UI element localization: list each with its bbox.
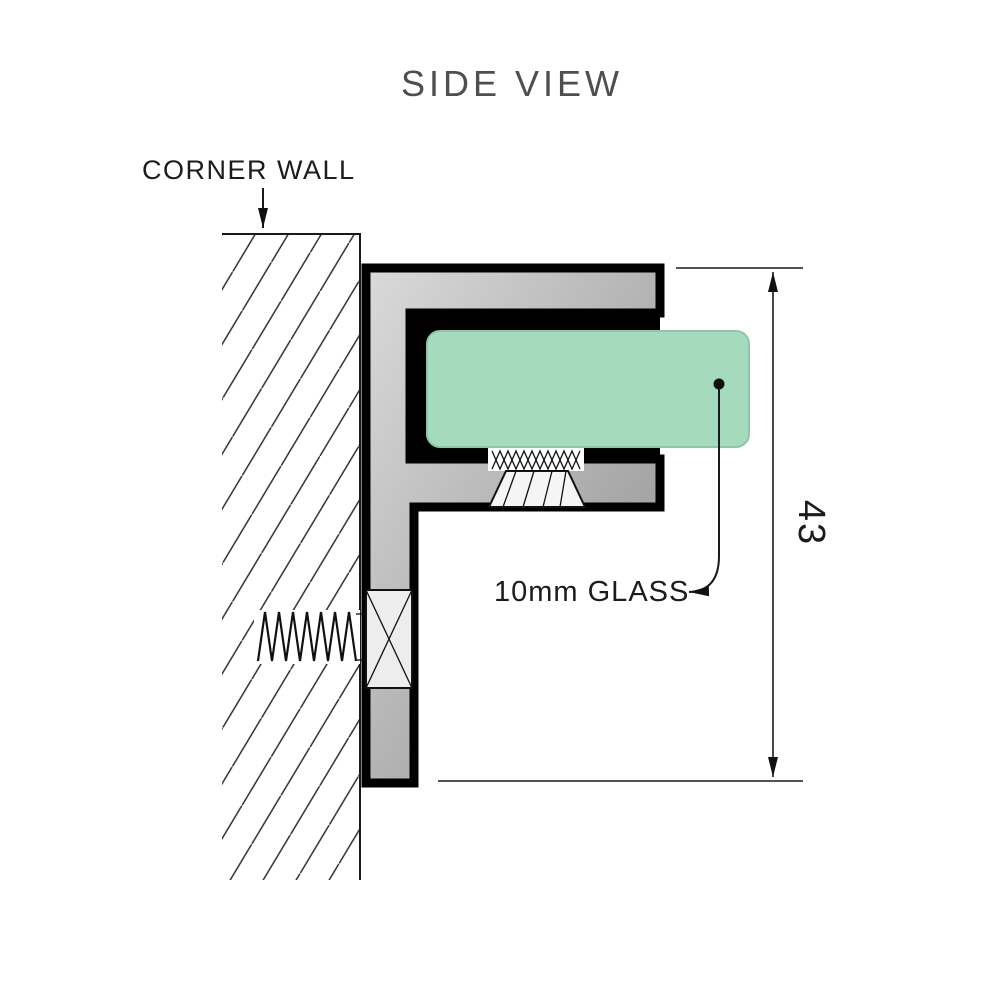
page-title: SIDE VIEW — [401, 63, 623, 104]
wall-screw — [254, 589, 413, 689]
glass-callout: 10mm GLASS — [494, 378, 725, 608]
grub-screw — [487, 448, 587, 508]
grub-screw-hatch — [522, 470, 535, 508]
wall-screw-thread — [256, 611, 358, 662]
glass-panel — [426, 330, 750, 448]
wall-hatching — [222, 234, 360, 880]
glass-label: 10mm GLASS — [494, 576, 689, 608]
grub-screw-hatch — [542, 470, 553, 508]
dimension-text: 43 — [790, 500, 832, 546]
wall-line — [222, 233, 361, 880]
corner-wall-label: CORNER WALL — [142, 155, 356, 185]
grub-screw-hatch — [502, 470, 517, 508]
screw-head-diagonal — [365, 589, 413, 689]
glass-leader-dot — [713, 378, 725, 390]
grub-screw-thread-cross — [491, 449, 581, 471]
grub-screw-hatch — [559, 470, 567, 508]
grub-screw-body — [487, 470, 587, 508]
glass-leader-arrow — [688, 389, 720, 597]
dimension-43: 43 — [438, 267, 832, 782]
